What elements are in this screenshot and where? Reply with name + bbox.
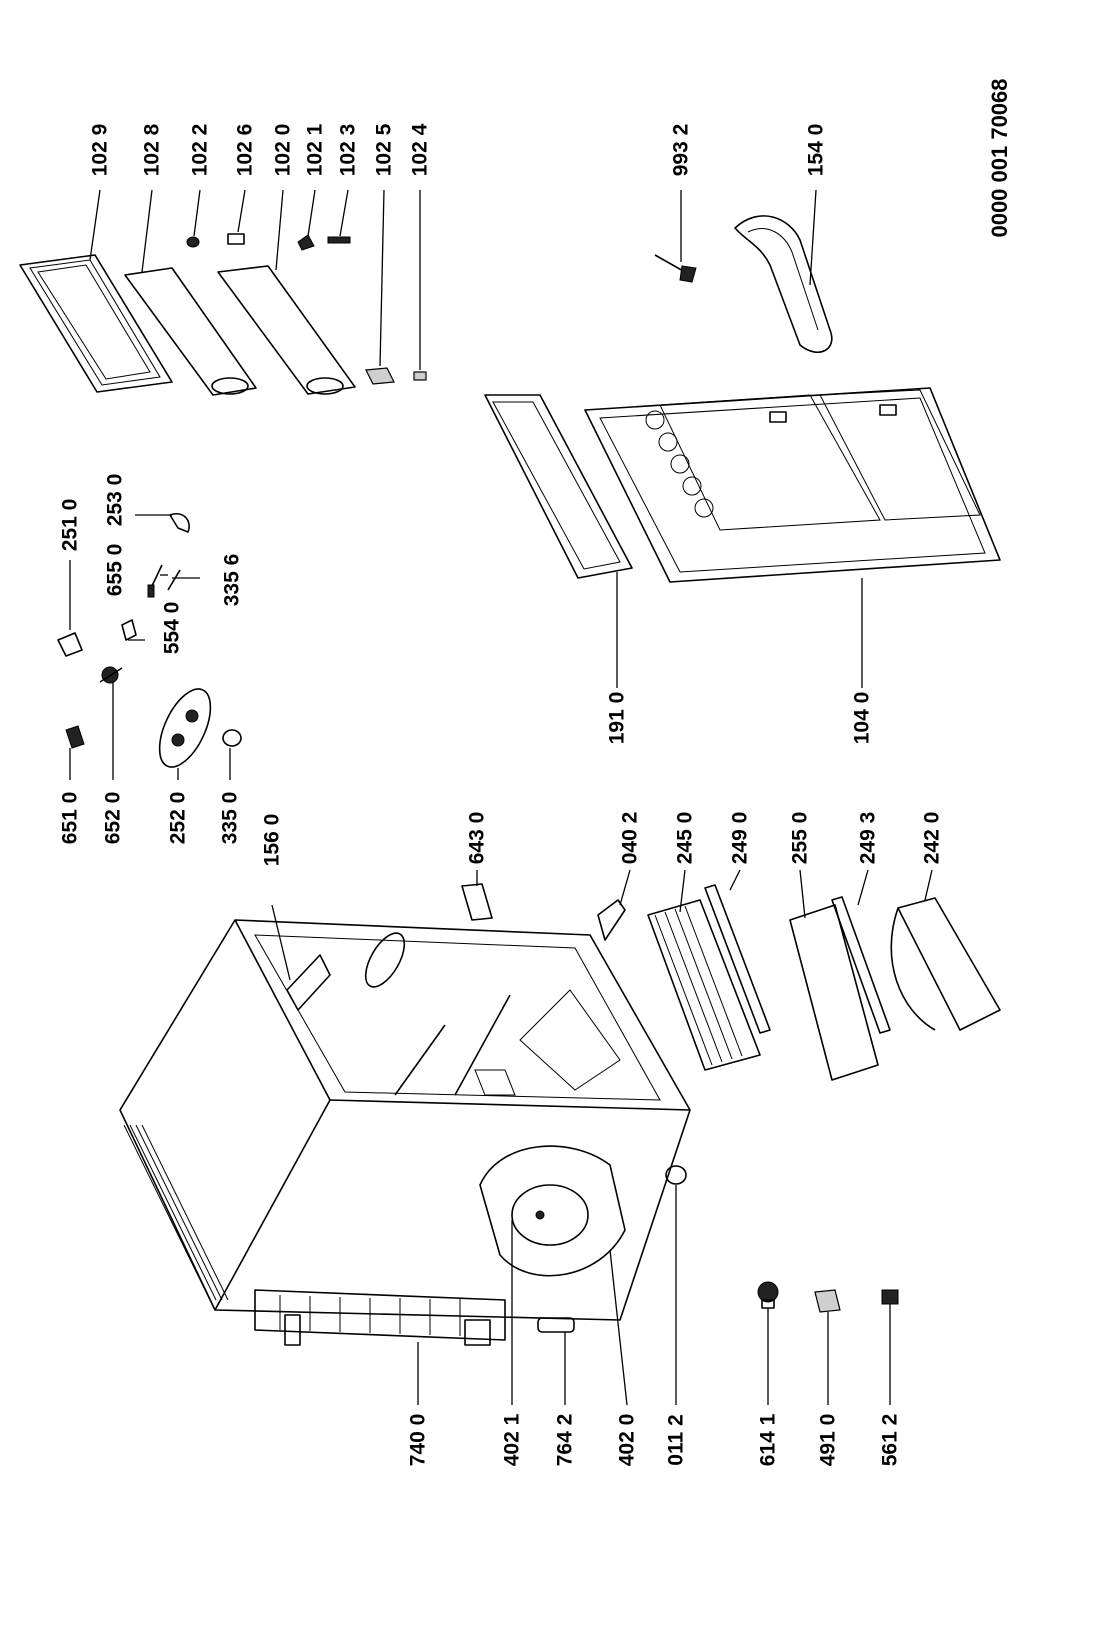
label-6141: 614 1 [756, 1413, 780, 1467]
electrical-leaders [767, 1304, 891, 1405]
lamp-housing-installed [364, 932, 406, 988]
glass-shelf-1028 [124, 267, 257, 396]
leader-1540 [809, 189, 817, 286]
label-1028: 102 8 [140, 123, 164, 177]
label-1910: 191 0 [605, 691, 629, 745]
lower-leaders [476, 869, 933, 919]
shelf-clip-1026 [227, 233, 245, 245]
filter-dryer-7642 [537, 1317, 575, 1333]
label-1029: 102 9 [88, 123, 112, 177]
label-2493: 249 3 [856, 811, 880, 865]
label-6430: 643 0 [465, 811, 489, 865]
label-4021: 402 1 [500, 1413, 524, 1467]
lamp-cover-6430 [461, 883, 493, 921]
switch-6550 [147, 564, 163, 598]
relay-6141 [757, 1281, 779, 1309]
knob-3350 [222, 729, 242, 747]
spring-3356 [167, 569, 181, 591]
glass-shelf-1020 [217, 265, 356, 395]
label-1021: 102 1 [303, 123, 327, 177]
label-7642: 764 2 [553, 1413, 577, 1467]
crisper-2420 [890, 897, 1001, 1031]
lamp-holder-5540 [121, 619, 137, 641]
label-2550: 255 0 [788, 811, 812, 865]
label-2520: 252 0 [166, 791, 190, 845]
compressor-4021 [479, 1145, 626, 1277]
cabinet-body [119, 919, 691, 1321]
door-1040 [584, 387, 1001, 583]
door-seal-1910 [484, 394, 633, 579]
knob-6510 [65, 725, 85, 749]
shelf-tab-1024 [413, 371, 427, 381]
label-1025: 102 5 [372, 123, 396, 177]
label-6510: 651 0 [58, 791, 82, 845]
shelf-strip-1023 [327, 236, 351, 244]
label-3356: 335 6 [220, 553, 244, 607]
shelf-frame-1029 [19, 254, 173, 393]
screw-9932 [654, 254, 697, 283]
document-number: 0000 001 70068 [987, 78, 1012, 238]
label-2490: 249 0 [728, 811, 752, 865]
door-handle-1540 [734, 215, 833, 354]
label-1024: 102 4 [408, 123, 432, 177]
label-5540: 554 0 [160, 601, 184, 655]
hinge-0402 [597, 899, 626, 941]
label-2420: 242 0 [920, 811, 944, 865]
shelf-pad-1025 [365, 367, 395, 385]
label-2450: 245 0 [673, 811, 697, 865]
label-1540: 154 0 [804, 123, 828, 177]
label-0402: 040 2 [618, 811, 642, 865]
thermostat-leaders [69, 514, 231, 780]
shelf-clip-1022 [186, 236, 200, 248]
condenser-7400 [254, 1289, 506, 1346]
label-1023: 102 3 [336, 123, 360, 177]
cover-4910 [814, 1289, 841, 1313]
label-3350: 335 0 [218, 791, 242, 845]
label-5612: 561 2 [878, 1413, 902, 1467]
label-1020: 102 0 [271, 123, 295, 177]
label-2530: 253 0 [103, 473, 127, 527]
label-0112: 011 2 [664, 1414, 688, 1466]
label-4020: 402 0 [615, 1413, 639, 1467]
cabinet-leaders [271, 904, 677, 1406]
shelf-clip-1021 [297, 234, 315, 251]
label-9932: 993 2 [669, 123, 693, 177]
label-1022: 102 2 [188, 123, 212, 177]
label-1560: 156 0 [260, 813, 284, 867]
vent-grille-1560 [286, 954, 331, 1011]
thermostat-6520 [99, 666, 123, 684]
cover-2510 [57, 632, 83, 657]
label-7400: 740 0 [406, 1413, 430, 1467]
glass-shelf-2550 [789, 904, 879, 1081]
label-6550: 655 0 [103, 543, 127, 597]
trim-2490 [704, 884, 771, 1034]
foot-0112 [665, 1165, 687, 1185]
label-2510: 251 0 [58, 498, 82, 552]
trim-2493 [831, 896, 891, 1034]
terminal-5612 [881, 1289, 899, 1305]
shelf-leaders [89, 189, 421, 370]
label-1026: 102 6 [233, 123, 257, 177]
clip-2530 [169, 513, 190, 533]
label-1040: 104 0 [850, 691, 874, 745]
label-6520: 652 0 [101, 791, 125, 845]
label-4910: 491 0 [816, 1413, 840, 1467]
wire-shelf-2450 [647, 899, 761, 1071]
lamp-housing-2520 [158, 688, 212, 768]
